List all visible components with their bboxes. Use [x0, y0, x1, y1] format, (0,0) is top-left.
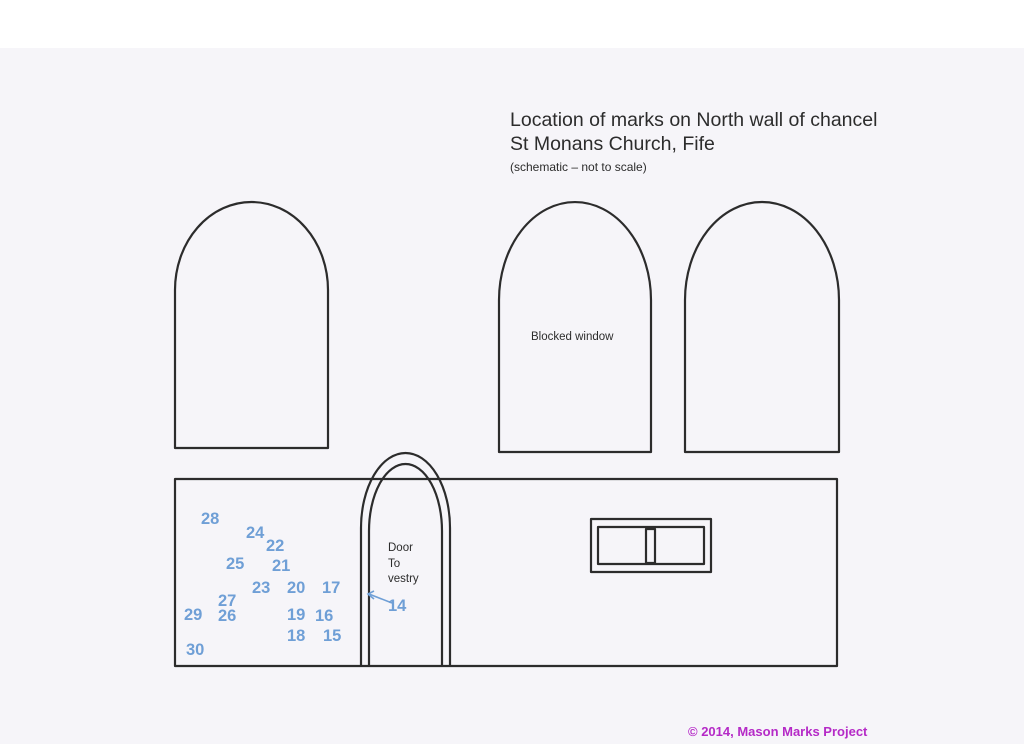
- mark-17: 17: [322, 579, 340, 597]
- mark-18: 18: [287, 627, 305, 645]
- mark-21: 21: [272, 557, 290, 575]
- window-right: [683, 200, 841, 454]
- door-label-line2: To: [388, 558, 400, 570]
- title-block: Location of marks on North wall of chanc…: [510, 108, 877, 176]
- vestry-door-outer-arch: [359, 451, 452, 666]
- mark-30: 30: [186, 641, 204, 659]
- blocked-window-label: Blocked window: [531, 331, 614, 343]
- wall-niche-outer: [589, 517, 713, 574]
- wall-niche-slot: [644, 527, 657, 565]
- paper-sheet: [0, 48, 1024, 744]
- wall-niche-inner: [596, 525, 706, 566]
- door-label-line1: Door: [388, 542, 413, 554]
- mark-24: 24: [246, 524, 265, 542]
- mark-20: 20: [287, 579, 305, 597]
- diagram-title: Location of marks on North wall of chanc…: [510, 109, 878, 131]
- mark-28: 28: [201, 510, 219, 528]
- mark-27: 27: [218, 592, 236, 610]
- scale-note: (schematic – not to scale): [510, 160, 647, 174]
- mark-26: 26: [218, 607, 236, 625]
- blocked-window-middle: [497, 200, 653, 454]
- vestry-door-inner-arch: [367, 462, 444, 666]
- mark-29: 29: [184, 606, 202, 624]
- diagram-subtitle: St Monans Church, Fife: [510, 133, 715, 155]
- mark-14: 14: [388, 597, 407, 615]
- mark-16: 16: [315, 607, 333, 625]
- mark-14-arrow: [366, 590, 393, 604]
- door-label-line3: vestry: [388, 573, 419, 585]
- mark-23: 23: [252, 579, 270, 597]
- mark-19: 19: [287, 606, 305, 624]
- mark-25: 25: [226, 555, 244, 573]
- mark-22: 22: [266, 537, 284, 555]
- copyright-notice: © 2014, Mason Marks Project: [688, 724, 868, 739]
- mark-15: 15: [323, 627, 341, 645]
- window-left: [173, 200, 330, 450]
- chancel-wall: [173, 477, 839, 668]
